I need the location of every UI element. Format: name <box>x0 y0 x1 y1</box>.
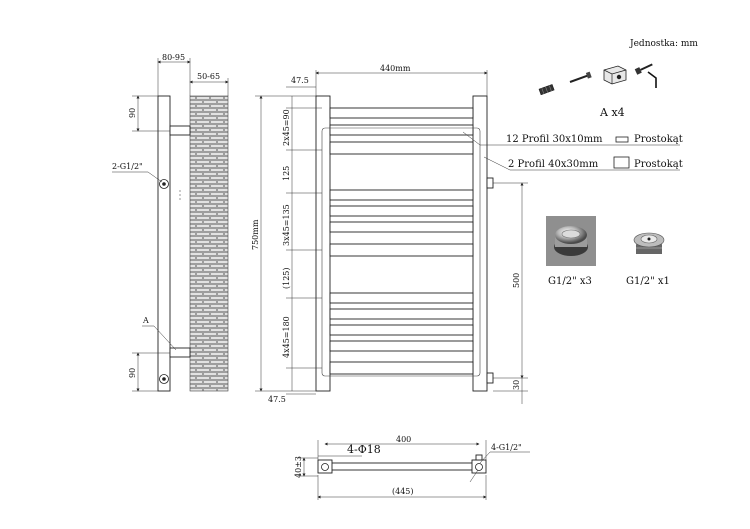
profile-small-shape: Prostokąt <box>634 134 683 145</box>
horizontal-bars <box>329 107 474 375</box>
plug-a-photo <box>546 216 596 266</box>
bottom-hole-right <box>475 463 483 471</box>
right-connection-bottom <box>486 372 494 384</box>
bottom-bracket <box>169 347 191 358</box>
bottom-right-block <box>471 459 487 474</box>
bracket-icon <box>603 65 627 85</box>
bottom-bar <box>325 462 480 471</box>
side-view: 80-95 50-65 90 90 2-G1/2" A <box>112 53 229 392</box>
allen-key-icon <box>647 71 657 88</box>
kit-label: A x4 <box>599 106 625 119</box>
wall-plug-icon <box>538 84 555 96</box>
profile-large-label: 2 Profil 40x30mm <box>508 159 599 170</box>
dim-group-3: 4x45=180 <box>282 316 291 358</box>
dim-center-distance: 500 <box>512 273 521 288</box>
bar-4 <box>329 189 474 201</box>
side-connection-top <box>159 179 169 189</box>
plug-b-photo <box>624 216 674 266</box>
hidden-outline <box>321 127 481 377</box>
dim-top-margin: 47.5 <box>291 76 309 85</box>
side-connection-label: 2-G1/2" <box>112 162 143 171</box>
dim-height: 750mm <box>251 219 260 250</box>
bottom-hole-left <box>321 463 329 471</box>
bottom-left-block <box>317 459 333 474</box>
dim-holes: 4-Φ18 <box>347 443 381 456</box>
accessory-kit: A x4 <box>538 63 657 119</box>
bar-1 <box>329 107 474 119</box>
side-connection-bottom <box>159 374 169 384</box>
plug-a-label: G1/2" x3 <box>548 276 592 287</box>
bar-10 <box>329 324 474 336</box>
bar-5 <box>329 205 474 217</box>
profile-small-label: 12 Profil 30x10mm <box>506 134 603 145</box>
dim-top-width: 80-95 <box>162 53 185 62</box>
dim-gap-1: 125 <box>282 166 291 181</box>
bolt-icon <box>634 63 653 75</box>
dim-total-width: (445) <box>392 487 414 496</box>
dim-bottom-offset: 90 <box>128 368 137 378</box>
left-upright <box>315 95 331 392</box>
front-view: 440mm 750mm 47.5 47.5 2x45=90 125 3x45=1… <box>251 64 683 404</box>
bar-7 <box>329 243 474 257</box>
screw-icon <box>569 71 592 83</box>
dim-bottom-width: 400 <box>396 435 411 444</box>
dim-width: 440mm <box>380 64 411 73</box>
plug-b-label: G1/2" x1 <box>626 276 670 287</box>
bar-12 <box>329 361 474 375</box>
dim-depth: 40±3 <box>294 456 303 478</box>
bar-8 <box>329 292 474 304</box>
right-connection-top <box>486 177 494 189</box>
profile-large-shape-icon <box>613 156 630 169</box>
bar-11 <box>329 340 474 352</box>
bar-9 <box>329 308 474 320</box>
profile-large-shape: Prostokąt <box>634 159 683 170</box>
dim-gap-2: (125) <box>282 267 291 289</box>
unit-label: Jednostka: mm <box>629 39 698 49</box>
bar-3 <box>329 141 474 155</box>
bottom-connection-label: 4-G1/2" <box>491 443 522 452</box>
bar-6 <box>329 221 474 233</box>
dim-bottom-margin: 47.5 <box>268 395 286 404</box>
dim-group-1: 2x45=90 <box>282 109 291 146</box>
bar-2 <box>329 124 474 136</box>
top-bracket <box>169 125 191 136</box>
profile-small-shape-icon <box>615 136 629 143</box>
bottom-view: 400 4-Φ18 40±3 4-G1/2" (445) <box>294 435 530 500</box>
dim-top-offset: 90 <box>128 108 137 118</box>
bracket-label: A <box>142 316 149 325</box>
dim-group-2: 3x45=135 <box>282 204 291 246</box>
wall-hatch <box>189 95 229 392</box>
side-tube <box>157 95 171 392</box>
dim-wall-gap: 50-65 <box>197 72 220 81</box>
dim-bottom-connection: 30 <box>512 380 521 390</box>
